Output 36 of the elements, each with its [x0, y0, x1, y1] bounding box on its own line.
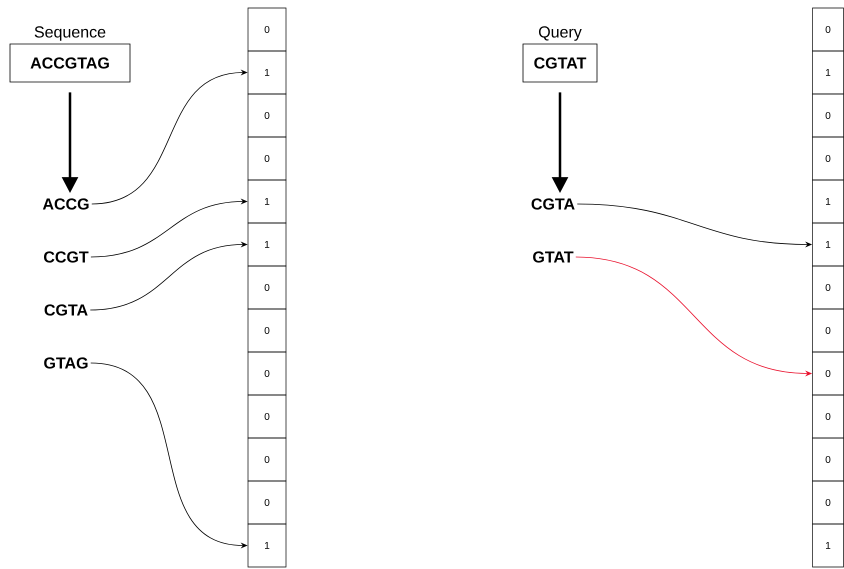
bit-cell: 0 — [812, 94, 844, 138]
kmer-label: CCGT — [44, 251, 88, 263]
bit-cell: 0 — [248, 480, 286, 524]
bit-cell: 0 — [248, 308, 286, 352]
bit-cell: 0 — [812, 394, 844, 438]
bit-cell: 1 — [812, 180, 844, 224]
heading: Sequence — [34, 26, 106, 41]
bit-cell: 0 — [248, 352, 286, 396]
bit-cell: 1 — [248, 222, 286, 266]
bit-cell: 0 — [248, 266, 286, 310]
kmer-label: CGTA — [532, 198, 575, 210]
kmer-label: GTAG — [44, 357, 88, 369]
bit-cell: 1 — [812, 524, 844, 568]
bit-cell: 1 — [248, 524, 286, 568]
bit-cell: 0 — [812, 308, 844, 352]
bit-cell: 0 — [812, 8, 844, 52]
bit-cell: 0 — [812, 480, 844, 524]
heading: Query — [538, 26, 582, 41]
bit-cell: 0 — [248, 394, 286, 438]
bit-cell: 0 — [812, 352, 844, 396]
kmer-label: GTAT — [533, 251, 574, 263]
bit-cell: 0 — [248, 94, 286, 138]
bit-cell: 0 — [812, 136, 844, 180]
bit-cell: 1 — [812, 222, 844, 266]
bit-cell: 0 — [248, 136, 286, 180]
kmer-label: ACCG — [42, 198, 89, 210]
sequence-box: CGTAT — [522, 44, 598, 82]
bit-cell: 0 — [812, 266, 844, 310]
bit-cell: 1 — [248, 180, 286, 224]
bit-cell: 1 — [248, 50, 286, 94]
kmer-label: CGTA — [44, 304, 88, 316]
bit-cell: 0 — [812, 438, 844, 482]
bit-cell: 1 — [812, 50, 844, 94]
bit-cell: 0 — [248, 438, 286, 482]
bit-cell: 0 — [248, 8, 286, 52]
sequence-box: ACCGTAG — [10, 44, 130, 82]
